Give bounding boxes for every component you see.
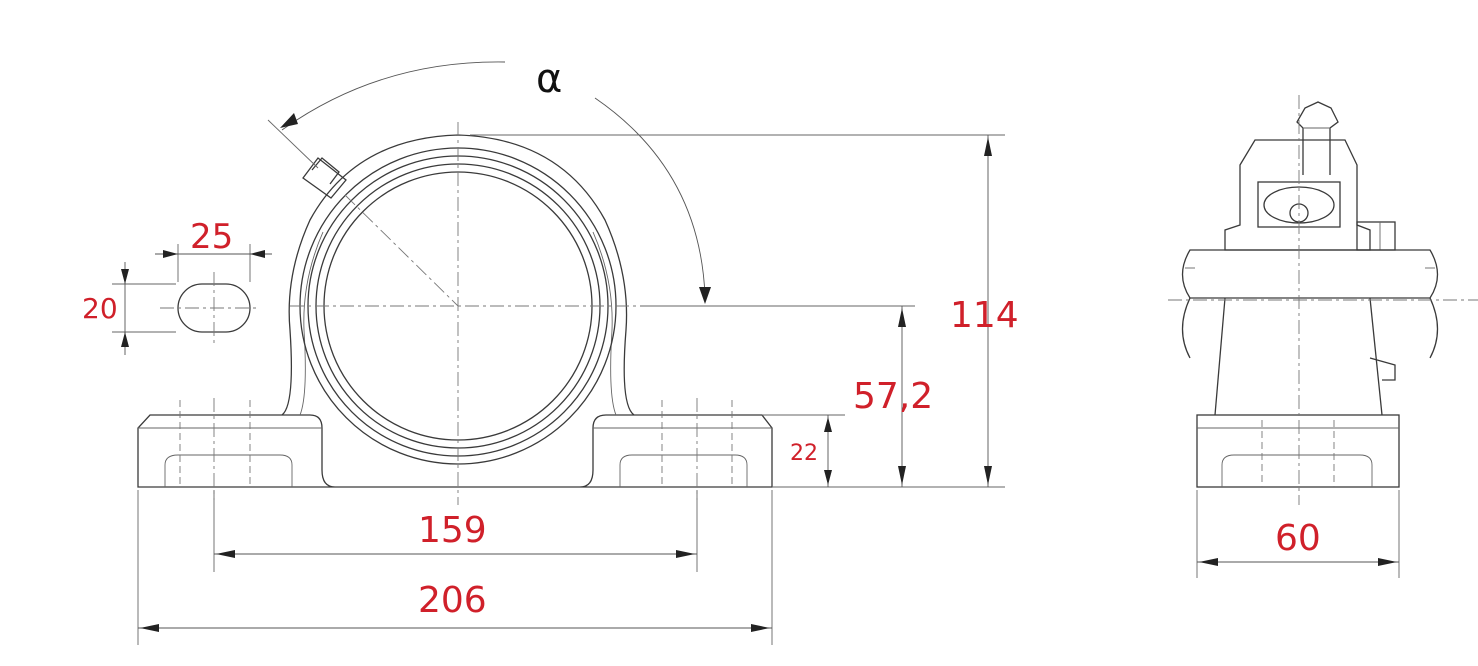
shaft <box>1181 249 1439 299</box>
angle-label: α <box>536 56 562 102</box>
hole-height-label: 20 <box>82 292 118 325</box>
base-thickness-label: 22 <box>790 441 818 466</box>
side-view <box>1168 95 1478 578</box>
angle-arc <box>281 61 506 131</box>
bolt-spacing-label: 159 <box>418 510 487 551</box>
hole-width-label: 25 <box>190 217 233 257</box>
center-height-label: 57,2 <box>853 376 933 417</box>
housing-section <box>1224 139 1371 251</box>
side-width-label: 60 <box>1275 518 1321 559</box>
base-outline <box>137 414 773 488</box>
side-base <box>1196 414 1400 488</box>
grease-nipple <box>302 157 347 199</box>
total-length-label: 206 <box>418 580 487 621</box>
total-height-label: 114 <box>950 295 1019 336</box>
side-grease-nipple <box>1296 101 1339 175</box>
length-dimensions <box>137 490 773 645</box>
front-view: α <box>137 56 915 505</box>
slot-hole <box>112 244 272 355</box>
height-dimensions <box>470 134 1005 488</box>
